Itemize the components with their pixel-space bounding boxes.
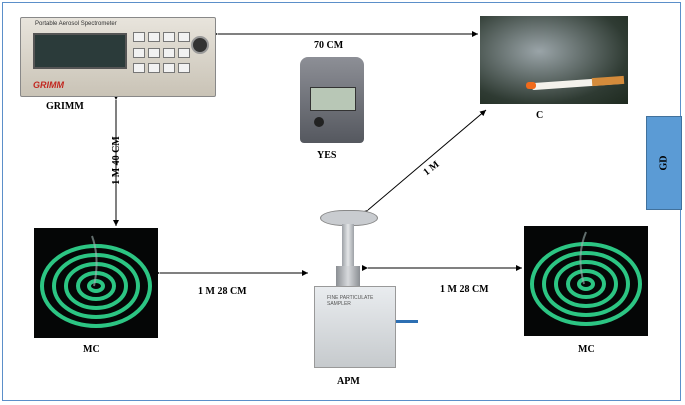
grimm-keypad [133, 32, 193, 76]
cigarette-ember [526, 82, 536, 89]
apm-label: APM [337, 376, 360, 387]
mosquito-coil-left [34, 228, 158, 338]
grimm-logo: GRIMM [33, 80, 64, 90]
yes-label: YES [317, 150, 337, 161]
grimm-device-text: Portable Aerosol Spectrometer [35, 21, 117, 27]
cigarette-label: C [536, 110, 544, 121]
apm-sampler: FINE PARTICULATE SAMPLER [306, 210, 418, 370]
yes-sensor-port [314, 117, 324, 127]
apm-hose [396, 320, 418, 323]
distance-grimm-mc: 1 M 40 CM [110, 136, 122, 185]
yes-display [310, 87, 356, 111]
coil-right-label: MC [578, 344, 595, 355]
grimm-spectrometer: Portable Aerosol Spectrometer GRIMM [20, 17, 216, 97]
grimm-screen [33, 33, 127, 69]
distance-grimm-c: 70 CM [314, 40, 344, 51]
cigarette-smoke-photo [480, 16, 628, 104]
distance-mc-left-apm: 1 M 28 CM [198, 286, 247, 297]
gd-label: GD [658, 155, 670, 171]
apm-inlet-tube [342, 224, 354, 270]
coil-left-label: MC [83, 344, 100, 355]
apm-impactor [336, 266, 360, 286]
arrow-apm-c [361, 109, 487, 217]
distance-apm-mc-right: 1 M 28 CM [440, 284, 489, 295]
grimm-label: GRIMM [46, 101, 84, 112]
mosquito-coil-right [524, 226, 648, 336]
apm-housing: FINE PARTICULATE SAMPLER [314, 286, 396, 368]
cigarette-filter [591, 75, 625, 87]
grimm-knob [191, 36, 209, 54]
yes-meter [300, 57, 364, 143]
gd-side-tab: GD [646, 116, 682, 210]
apm-device-text: FINE PARTICULATE SAMPLER [327, 295, 374, 307]
